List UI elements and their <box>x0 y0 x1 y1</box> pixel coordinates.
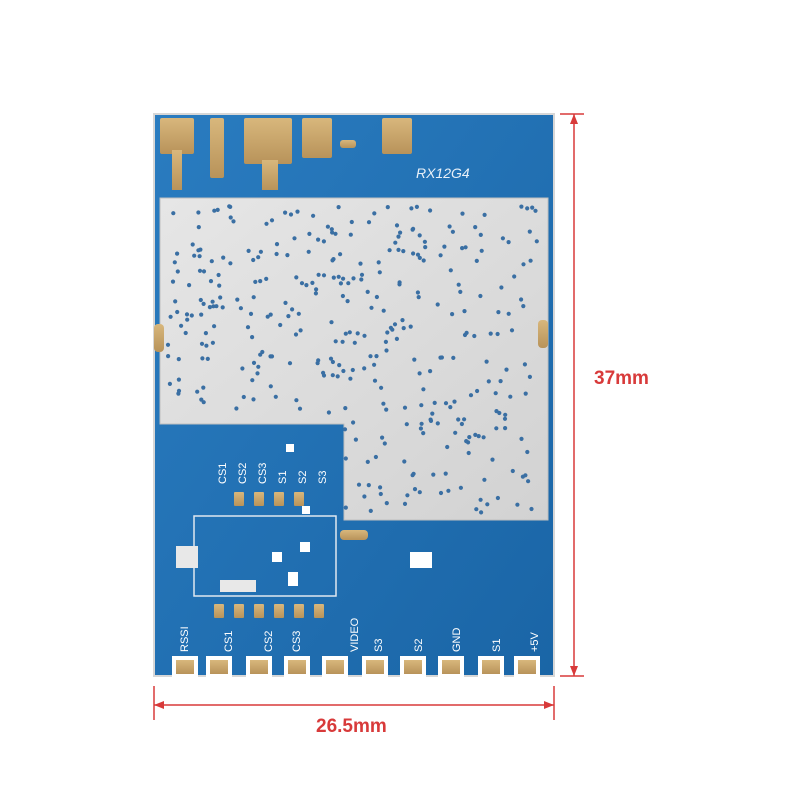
width-label: 26.5mm <box>316 716 387 737</box>
component-area <box>176 444 432 597</box>
height-dimension <box>560 113 584 677</box>
silk-label: CS1 <box>217 463 229 484</box>
silk-label: S3 <box>317 471 329 484</box>
silk-label: S1 <box>277 471 289 484</box>
rf-shield <box>154 197 549 540</box>
edge-pins <box>172 656 540 678</box>
top-pads <box>160 118 412 190</box>
silk-label: CS2 <box>237 463 249 484</box>
silk-label: CS3 <box>291 631 303 652</box>
silk-label: CS3 <box>257 463 269 484</box>
silk-label: CS1 <box>223 631 235 652</box>
silk-label: GND <box>451 628 463 653</box>
silk-bottom-labels: RSSI CS1 CS2 CS3 VIDEO S3 S2 GND S1 +5V <box>179 617 541 652</box>
silk-label: S2 <box>297 471 309 484</box>
silk-label: RSSI <box>179 626 191 652</box>
silk-label: S1 <box>491 639 503 652</box>
dip-switch-pads <box>214 492 324 618</box>
silk-label: CS2 <box>263 631 275 652</box>
height-label: 37mm <box>594 368 649 389</box>
shield-vent-holes <box>165 204 539 515</box>
silk-label: +5V <box>529 631 541 652</box>
silk-label: VIDEO <box>349 617 361 652</box>
model-label: RX12G4 <box>416 165 470 181</box>
width-dimension <box>153 686 555 720</box>
silk-top-labels: CS1 CS2 CS3 S1 S2 S3 <box>217 463 329 484</box>
silk-label: S3 <box>373 639 385 652</box>
silk-label: S2 <box>413 639 425 652</box>
